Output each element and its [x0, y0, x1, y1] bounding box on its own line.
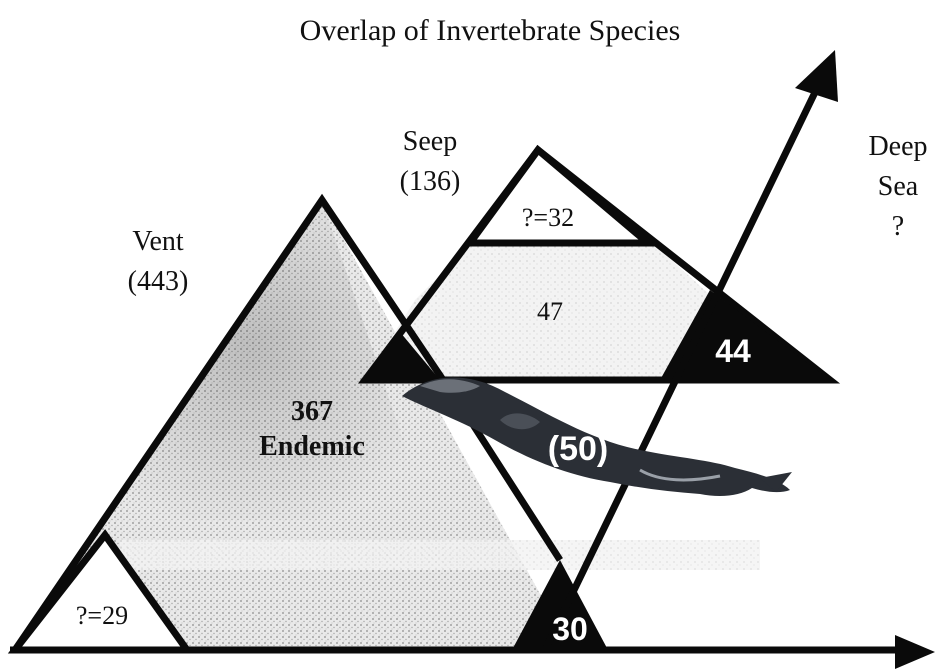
seep-unknown-value: ?=32	[522, 203, 574, 232]
deep-sea-shade	[120, 540, 760, 570]
seep-deep-overlap-value: 44	[715, 333, 751, 369]
deep-sea-axis-arrowhead	[795, 50, 838, 102]
vent-endemic-label: Endemic	[259, 431, 365, 462]
vent-endemic-number: 367	[291, 396, 333, 427]
vent-deep-overlap-value: 30	[552, 611, 588, 647]
seep-count-label: (136)	[400, 166, 461, 197]
seep-name-label: Seep	[403, 126, 457, 157]
deep-sea-label-line3: ?	[892, 211, 904, 242]
deep-sea-label-line1: Deep	[868, 131, 927, 162]
baseline-axis-arrowhead	[895, 635, 935, 669]
vent-name-label: Vent	[132, 226, 184, 257]
vent-unknown-value: ?=29	[76, 601, 128, 630]
vent-count-label: (443)	[128, 266, 189, 297]
seep-shared-value: 47	[537, 297, 563, 326]
center-overlap-value: (50)	[548, 430, 608, 468]
deep-sea-label-line2: Sea	[878, 171, 919, 202]
diagram-title: Overlap of Invertebrate Species	[300, 14, 681, 47]
